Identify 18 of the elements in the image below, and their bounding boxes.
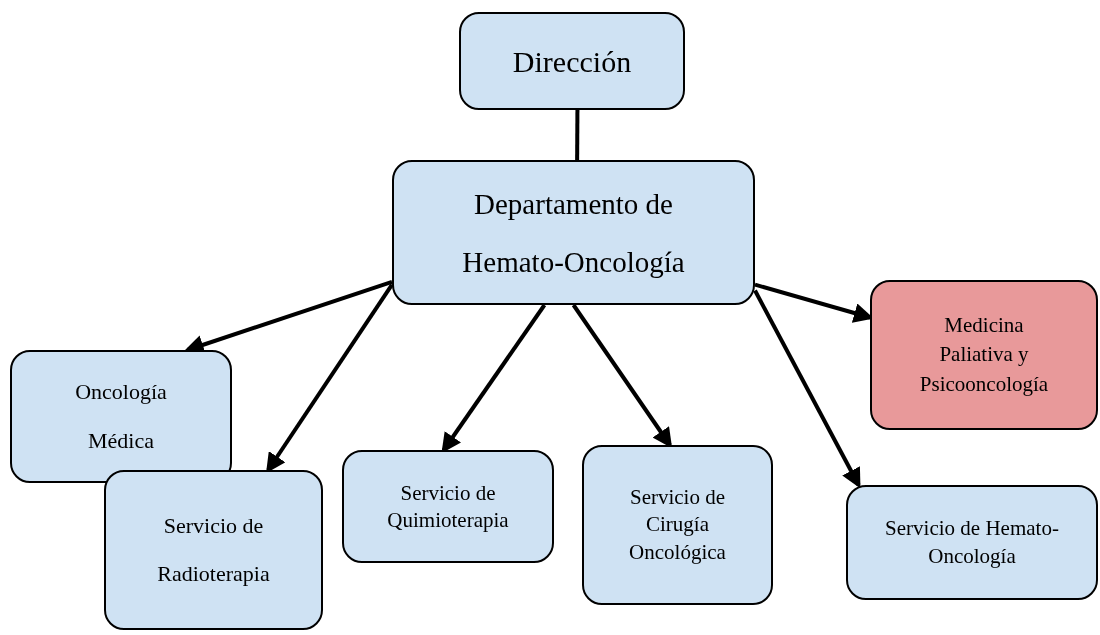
arrow <box>753 289 861 489</box>
box-label: Servicio de Hemato-Oncología <box>884 515 1060 570</box>
box-label: Servicio de Cirugía Oncológica <box>628 484 727 566</box>
org-box <box>10 350 232 483</box>
org-box <box>104 470 323 630</box>
box-label: Departamento de Hemato-Oncología <box>461 186 686 280</box>
box-label: Servicio de Quimioterapia <box>386 480 510 533</box>
box-label: Servicio de Radioterapia <box>156 511 271 588</box>
box-label: Dirección <box>512 43 632 80</box>
connector-line <box>575 110 580 160</box>
org-box <box>392 160 755 305</box>
org-box <box>846 485 1098 600</box>
org-box <box>459 12 685 110</box>
org-box <box>582 445 773 605</box>
box-label: Oncología Médica <box>74 378 168 455</box>
org-box <box>342 450 554 563</box>
box-label: Medicina Paliativa y Psicooncología <box>919 311 1049 398</box>
highlighted-box <box>870 280 1098 430</box>
